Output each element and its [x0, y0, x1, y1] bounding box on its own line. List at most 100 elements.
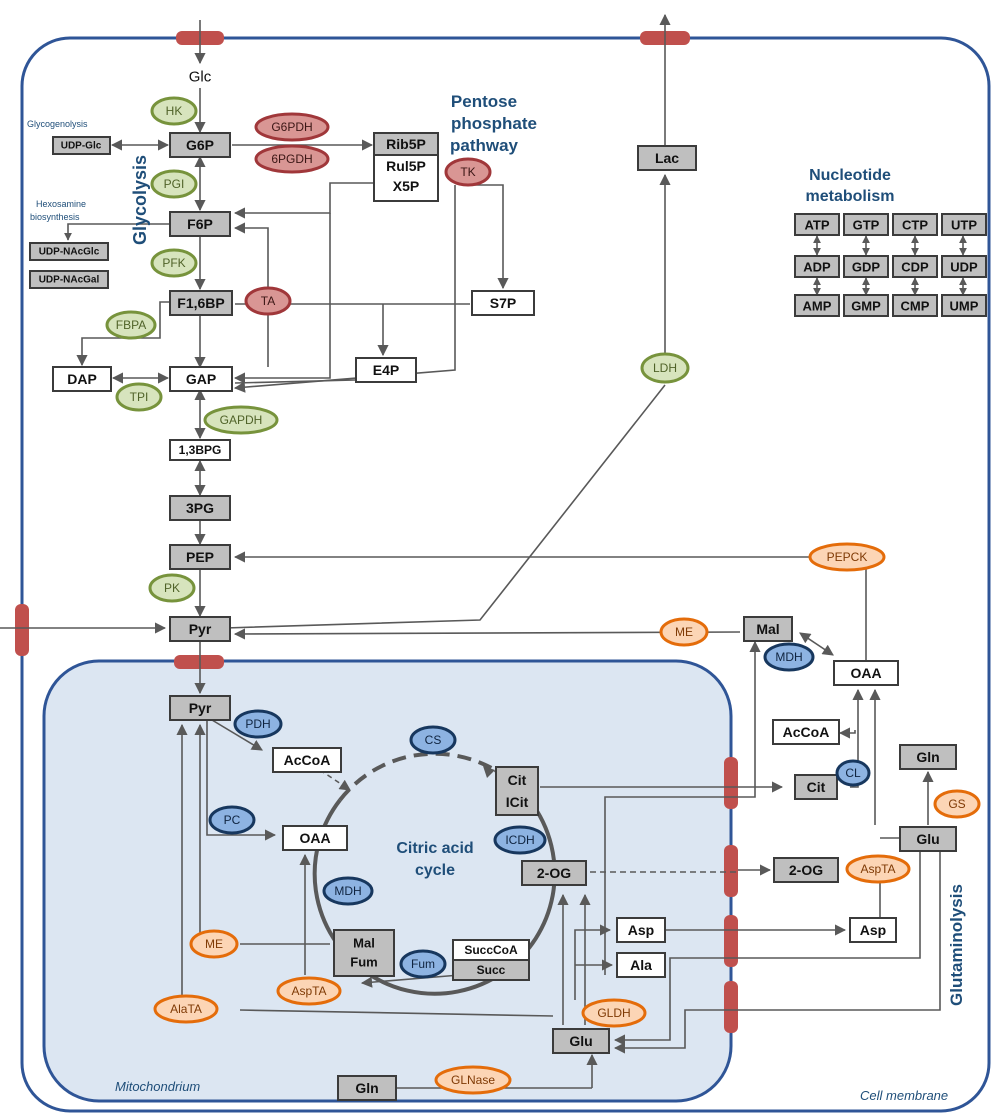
node-cit-cyto-label: Cit	[807, 779, 826, 795]
enzyme-cs[interactable]: CS	[409, 725, 457, 755]
node-asp-cyto[interactable]: Asp	[849, 917, 897, 943]
enzyme-glnase[interactable]: GLNase	[434, 1065, 512, 1095]
enzyme-pfk[interactable]: PFK	[150, 248, 198, 278]
enzyme-mdh-cyto-label: MDH	[775, 650, 802, 664]
enzyme-fum[interactable]: Fum	[399, 949, 447, 979]
node-udp-nacglc-label: UDP-NAcGlc	[39, 247, 100, 258]
enzyme-gapdh[interactable]: GAPDH	[203, 405, 279, 435]
node-f16bp[interactable]: F1,6BP	[169, 290, 233, 316]
enzyme-pgi[interactable]: PGI	[150, 169, 198, 199]
node-pyr-cyto[interactable]: Pyr	[169, 616, 231, 642]
enzyme-pdh[interactable]: PDH	[233, 709, 283, 739]
channel-mito-cit	[724, 757, 738, 809]
node-3pg[interactable]: 3PG	[169, 495, 231, 521]
nucleotide-cmp[interactable]: CMP	[892, 294, 938, 317]
node-lac[interactable]: Lac	[637, 145, 697, 171]
enzyme-alata[interactable]: AlaTA	[153, 994, 219, 1024]
node-gln-mito[interactable]: Gln	[337, 1075, 397, 1101]
nucleotide-gdp[interactable]: GDP	[843, 255, 889, 278]
node-mal-mito-label: Mal	[353, 936, 375, 951]
nucleotide-cmp-label: CMP	[901, 299, 930, 314]
reaction-edges	[0, 13, 967, 1089]
node-e4p[interactable]: E4P	[355, 357, 417, 383]
enzyme-tk[interactable]: TK	[444, 157, 492, 187]
enzyme-6pgdh-label: 6PGDH	[271, 152, 312, 166]
nucleotide-atp[interactable]: ATP	[794, 213, 840, 236]
node-udp-nacglc[interactable]: UDP-NAcGlc	[29, 242, 109, 261]
node-fum-mito-label: Fum	[350, 955, 377, 970]
enzyme-g6pdh[interactable]: G6PDH	[254, 112, 330, 142]
enzyme-g6pdh-label: G6PDH	[271, 120, 312, 134]
nucleotide-gmp[interactable]: GMP	[843, 294, 889, 317]
node-cit-icit[interactable]: Cit ICit	[495, 766, 539, 816]
enzyme-aspta-mito-label: AspTA	[291, 984, 326, 998]
enzyme-hk[interactable]: HK	[150, 96, 198, 126]
enzyme-6pgdh[interactable]: 6PGDH	[254, 144, 330, 174]
node-udp-nacgal[interactable]: UDP-NAcGal	[29, 270, 109, 289]
node-pyr-mito[interactable]: Pyr	[169, 695, 231, 721]
node-oaa-mito[interactable]: OAA	[282, 825, 348, 851]
nucleotide-amp-label: AMP	[803, 299, 832, 314]
node-oaa-cyto[interactable]: OAA	[833, 660, 899, 686]
node-acoa-cyto[interactable]: AcCoA	[772, 719, 840, 745]
node-icit-mito-label: ICit	[506, 794, 529, 810]
node-udp-glc[interactable]: UDP-Glc	[52, 136, 111, 155]
nucleotide-cdp[interactable]: CDP	[892, 255, 938, 278]
nucleotide-ctp[interactable]: CTP	[892, 213, 938, 236]
nucleotide-gtp[interactable]: GTP	[843, 213, 889, 236]
enzyme-me-cyto[interactable]: ME	[659, 617, 709, 647]
node-mal-fum-mito[interactable]: Mal Fum	[333, 929, 395, 977]
node-glu-cyto[interactable]: Glu	[899, 826, 957, 852]
enzyme-gldh[interactable]: GLDH	[581, 998, 647, 1028]
enzyme-aspta-cyto[interactable]: AspTA	[845, 854, 911, 884]
node-2og-cyto[interactable]: 2-OG	[773, 857, 839, 883]
node-gap[interactable]: GAP	[169, 366, 233, 392]
label-hexosamine-2: biosynthesis	[30, 212, 80, 222]
node-g6p[interactable]: G6P	[169, 132, 231, 158]
label-cell-membrane: Cell membrane	[860, 1088, 948, 1103]
node-cit-cyto[interactable]: Cit	[794, 774, 838, 800]
node-acoa-mito[interactable]: AcCoA	[272, 747, 342, 773]
nucleotide-ump[interactable]: UMP	[941, 294, 987, 317]
enzyme-fbpa[interactable]: FBPA	[105, 310, 157, 340]
node-f6p[interactable]: F6P	[169, 211, 231, 237]
nucleotide-adp[interactable]: ADP	[794, 255, 840, 278]
nucleotide-utp[interactable]: UTP	[941, 213, 987, 236]
node-dap[interactable]: DAP	[52, 366, 112, 392]
label-pentose-1: Pentose	[451, 92, 517, 111]
node-mal-cyto[interactable]: Mal	[743, 616, 793, 642]
enzyme-ldh[interactable]: LDH	[640, 352, 690, 384]
node-rib5p-group[interactable]: Rib5P Rul5P X5P	[373, 132, 439, 202]
node-pep[interactable]: PEP	[169, 544, 231, 570]
enzyme-gs[interactable]: GS	[933, 789, 981, 819]
node-glu-mito[interactable]: Glu	[552, 1028, 610, 1054]
node-s7p-label: S7P	[490, 295, 516, 311]
enzyme-pepck[interactable]: PEPCK	[808, 542, 886, 572]
node-asp-mito[interactable]: Asp	[616, 917, 666, 943]
enzyme-mdh-cyto[interactable]: MDH	[763, 642, 815, 672]
enzyme-pc[interactable]: PC	[208, 805, 256, 835]
enzyme-tpi[interactable]: TPI	[115, 382, 163, 412]
nucleotide-adp-label: ADP	[803, 260, 831, 275]
node-2og-mito[interactable]: 2-OG	[521, 860, 587, 886]
nucleotide-amp[interactable]: AMP	[794, 294, 840, 317]
node-glc: Glc	[189, 69, 212, 86]
enzyme-cs-label: CS	[425, 733, 442, 747]
node-s7p[interactable]: S7P	[471, 290, 535, 316]
enzyme-aspta-cyto-label: AspTA	[860, 862, 895, 876]
node-acoa-mito-label: AcCoA	[284, 752, 331, 768]
node-13bpg[interactable]: 1,3BPG	[169, 439, 231, 461]
node-ala-mito[interactable]: Ala	[616, 952, 666, 978]
enzyme-me-mito[interactable]: ME	[189, 929, 239, 959]
node-succcoa-succ[interactable]: SuccCoA Succ	[452, 939, 530, 981]
enzyme-cl[interactable]: CL	[835, 759, 871, 787]
nucleotide-gmp-label: GMP	[851, 299, 881, 314]
nucleotide-udp[interactable]: UDP	[941, 255, 987, 278]
node-gln-cyto[interactable]: Gln	[899, 744, 957, 770]
enzyme-pk[interactable]: PK	[148, 573, 196, 603]
node-x5p-label: X5P	[393, 178, 419, 194]
enzyme-icdh[interactable]: ICDH	[493, 825, 547, 855]
enzyme-ta[interactable]: TA	[244, 286, 292, 316]
enzyme-aspta-mito[interactable]: AspTA	[276, 976, 342, 1006]
enzyme-mdh-mito[interactable]: MDH	[322, 876, 374, 906]
